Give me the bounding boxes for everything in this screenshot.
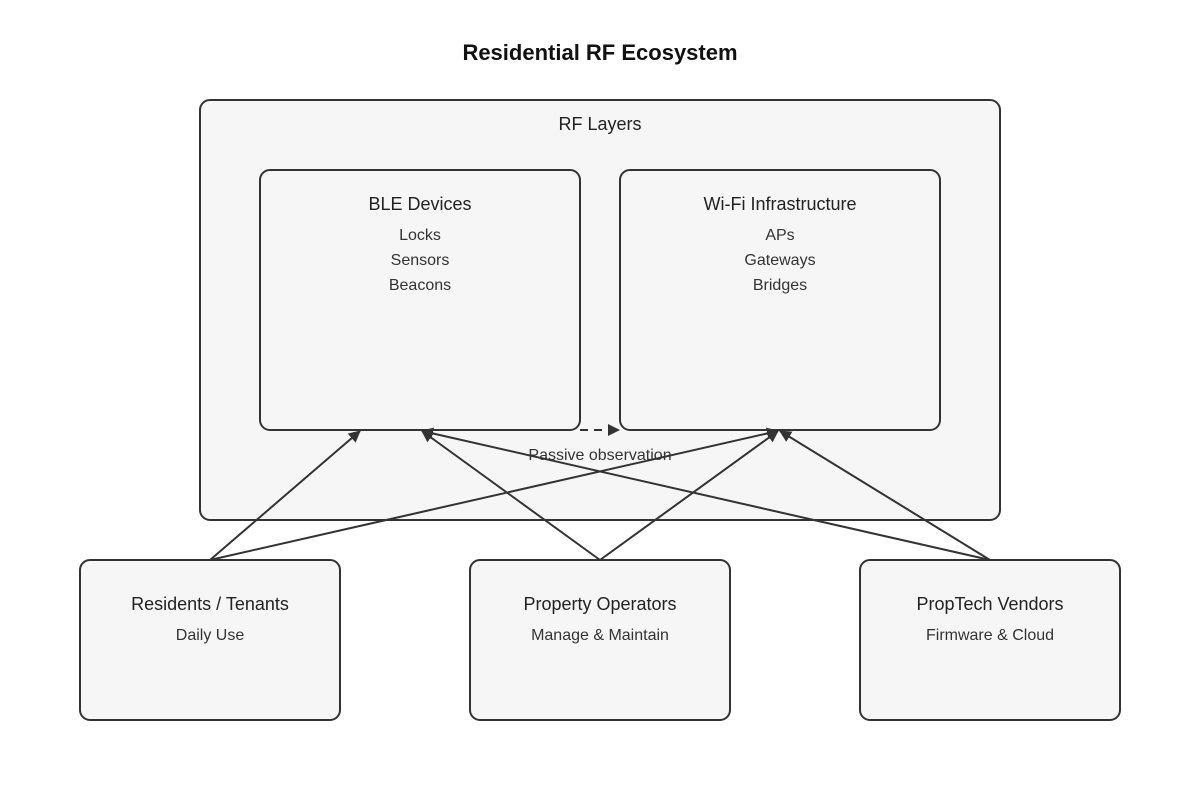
proptech-vendors-subtitle: Firmware & Cloud bbox=[926, 627, 1054, 644]
edge-vendors-to-wifi bbox=[779, 430, 991, 561]
ble-item: Sensors bbox=[391, 252, 450, 269]
rf-layers-label: RF Layers bbox=[558, 114, 641, 134]
wifi-infrastructure-box bbox=[619, 169, 941, 431]
edge-operators-to-wifi bbox=[599, 430, 779, 561]
property-operators-subtitle: Manage & Maintain bbox=[531, 627, 669, 644]
node-proptech-vendors: PropTech Vendors Firmware & Cloud bbox=[859, 559, 1121, 721]
proptech-vendors-title: PropTech Vendors bbox=[916, 594, 1063, 614]
wifi-item: APs bbox=[765, 227, 794, 244]
edge-operators-to-ble bbox=[421, 430, 601, 561]
wifi-item: Bridges bbox=[753, 277, 807, 294]
wifi-item: Gateways bbox=[744, 252, 815, 269]
node-ble-devices: BLE Devices Locks Sensors Beacons bbox=[259, 169, 581, 431]
node-property-operators: Property Operators Manage & Maintain bbox=[469, 559, 731, 721]
ble-devices-title: BLE Devices bbox=[368, 194, 471, 214]
passive-observation-label: Passive observation bbox=[528, 447, 671, 464]
ble-devices-box bbox=[259, 169, 581, 431]
edge-residents-to-wifi bbox=[209, 427, 779, 561]
edge-residents-to-ble bbox=[209, 430, 361, 561]
property-operators-title: Property Operators bbox=[523, 594, 676, 614]
residents-tenants-title: Residents / Tenants bbox=[131, 594, 289, 614]
wifi-infrastructure-title: Wi-Fi Infrastructure bbox=[703, 194, 856, 214]
residents-tenants-subtitle: Daily Use bbox=[176, 627, 245, 644]
ble-item: Locks bbox=[399, 227, 441, 244]
ble-item: Beacons bbox=[389, 277, 451, 294]
node-residents-tenants: Residents / Tenants Daily Use bbox=[79, 559, 341, 721]
diagram-title: Residential RF Ecosystem bbox=[462, 40, 737, 65]
node-wifi-infrastructure: Wi-Fi Infrastructure APs Gateways Bridge… bbox=[619, 169, 941, 431]
edges: Passive observation bbox=[209, 424, 991, 561]
edge-vendors-to-ble bbox=[421, 427, 991, 561]
